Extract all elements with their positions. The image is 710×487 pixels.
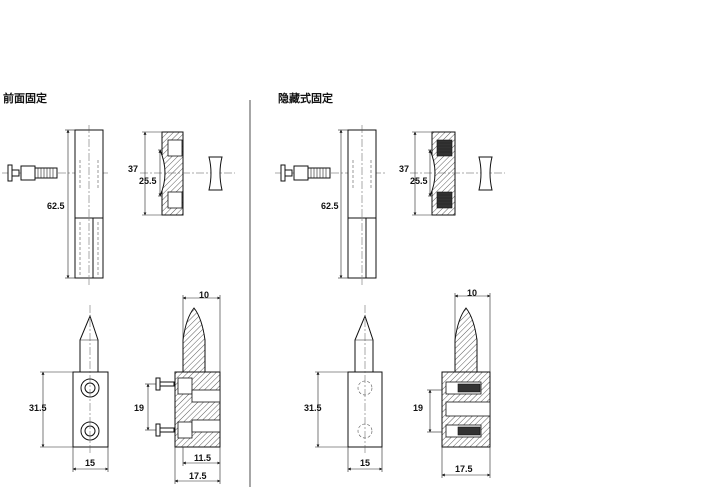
- hinge-front-view-right: 31.5 15: [304, 305, 383, 472]
- dim-62-5-right: 62.5: [321, 201, 339, 211]
- dim-37-right: 37: [399, 164, 409, 174]
- dim-19-right: 19: [413, 403, 423, 413]
- profile-piece: [208, 156, 223, 191]
- dim-19: 19: [134, 403, 144, 413]
- hinge-section-view-right: 37 25.5: [399, 131, 505, 216]
- hinge-side-section: 10 11.5 17.5: [174, 290, 221, 484]
- mounting-screw-right: [275, 164, 385, 182]
- hinge-front-view: 31.5 15: [29, 305, 109, 472]
- section-title-concealed-mount: 隐藏式固定: [278, 92, 333, 105]
- dim-10-right: 10: [467, 288, 477, 298]
- dim-37: 37: [128, 164, 138, 174]
- concealed-mount-drawings: 62.5 37 25.5: [275, 125, 505, 478]
- dim-15-right: 15: [360, 458, 370, 468]
- dim-62-5: 62.5: [47, 201, 65, 211]
- dim-25-5-right: 25.5: [410, 176, 428, 186]
- dim-31-5-right: 31.5: [304, 403, 322, 413]
- dim-17-5: 17.5: [189, 471, 207, 481]
- hinge-section-view: 37 25.5: [128, 131, 235, 216]
- dim-10: 10: [199, 290, 209, 300]
- dim-15: 15: [85, 458, 95, 468]
- hinge-leaf-elevation: 62.5: [47, 125, 104, 285]
- profile-piece-right: [478, 156, 493, 191]
- dim-31-5: 31.5: [29, 403, 47, 413]
- section-title-front-mount: 前面固定: [3, 92, 47, 105]
- screw-pair: 19: [134, 377, 175, 437]
- hinge-side-section-right: 19 10 17.5: [413, 288, 491, 478]
- dim-11-5: 11.5: [194, 453, 211, 463]
- front-mount-drawings: 62.5 37 25.5: [2, 125, 235, 484]
- dim-25-5: 25.5: [139, 176, 157, 186]
- hinge-leaf-elevation-right: 62.5: [321, 125, 377, 285]
- dim-17-5-right: 17.5: [455, 464, 473, 474]
